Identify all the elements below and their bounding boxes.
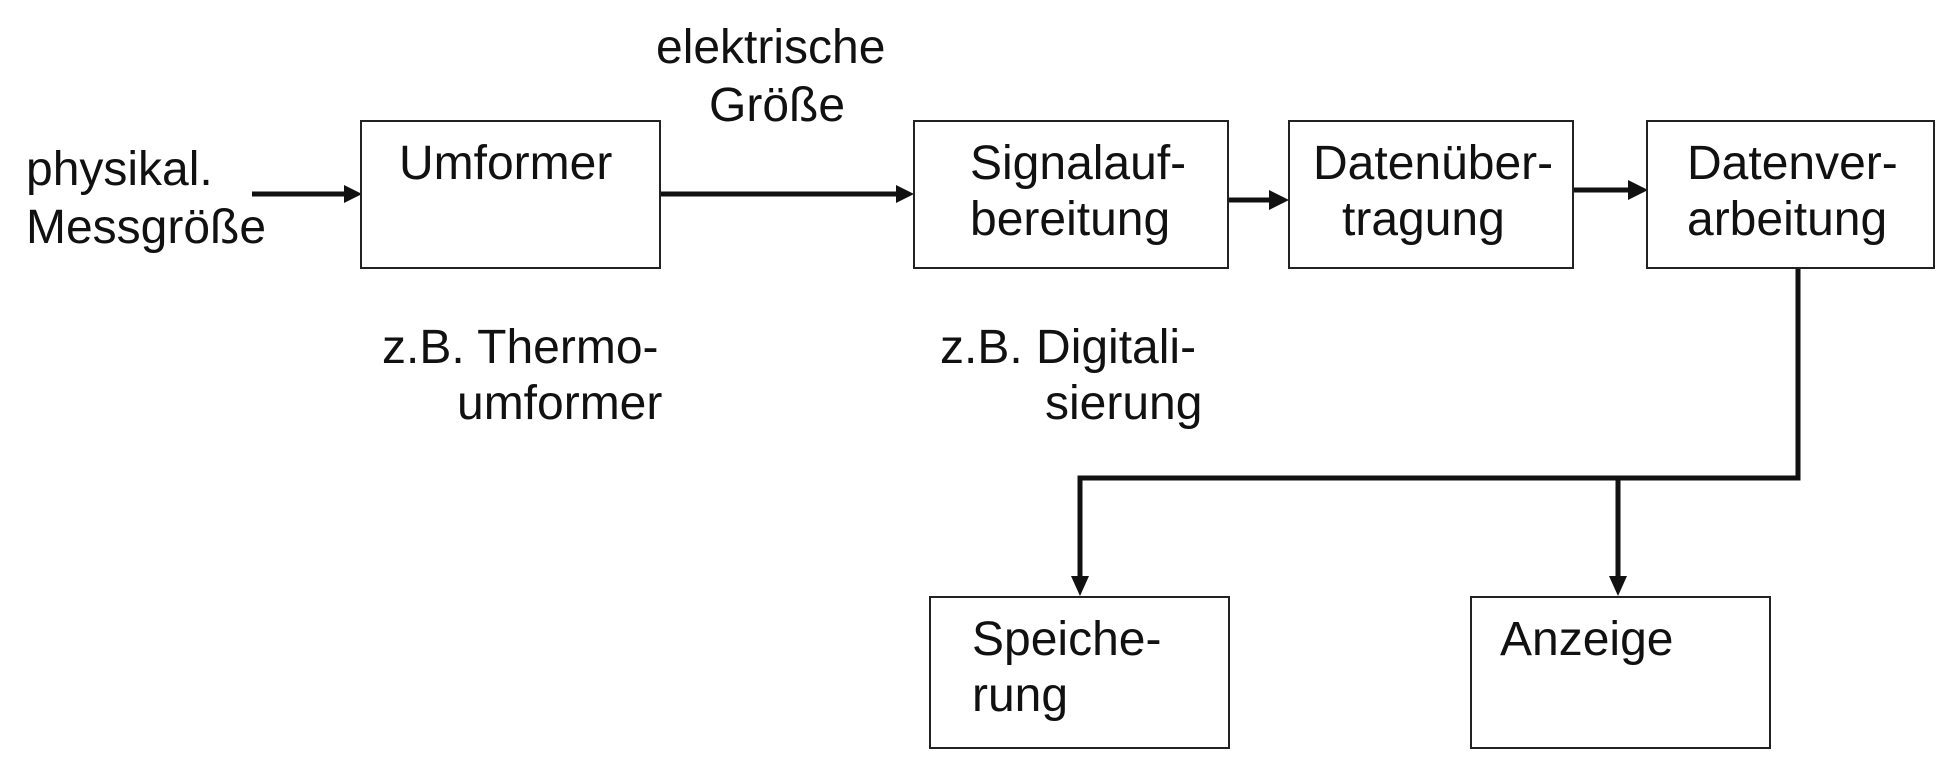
arrowhead-signalaufbereitung bbox=[896, 185, 914, 203]
signal-label-line1: elektrische bbox=[656, 21, 886, 74]
datenverarbeitung-box-label-line2: arbeitung bbox=[1687, 193, 1888, 246]
speicherung-box-label-line1: Speiche- bbox=[972, 613, 1162, 666]
example-umformer-line1: z.B. Thermo- bbox=[382, 321, 659, 374]
example-umformer-line2: umformer bbox=[457, 377, 663, 430]
example-signalaufbereitung-line1: z.B. Digitali- bbox=[940, 321, 1197, 374]
signalaufbereitung-box: Signalauf- bereitung bbox=[913, 120, 1229, 269]
umformer-box: Umformer bbox=[360, 120, 661, 269]
arrowhead-speicherung bbox=[1071, 576, 1089, 596]
signalaufbereitung-box-label-line1: Signalauf- bbox=[970, 137, 1187, 190]
datenuebertragung-box-label-line1: Datenüber- bbox=[1313, 137, 1554, 190]
speicherung-box: Speiche- rung bbox=[929, 596, 1230, 749]
connector-to-speicherung bbox=[1077, 268, 1801, 578]
input-label-line2: Messgröße bbox=[26, 201, 267, 254]
anzeige-box-label: Anzeige bbox=[1500, 613, 1674, 666]
example-signalaufbereitung-line2: sierung bbox=[1045, 377, 1203, 430]
datenverarbeitung-box-label-line1: Datenver- bbox=[1687, 137, 1898, 190]
arrowhead-anzeige bbox=[1609, 576, 1627, 596]
signal-label-line2: Größe bbox=[709, 79, 846, 132]
arrowhead-datenverarbeitung bbox=[1628, 180, 1648, 200]
anzeige-box: Anzeige bbox=[1470, 596, 1771, 749]
arrowhead-datenuebertragung bbox=[1269, 190, 1289, 210]
input-label-line1: physikal. bbox=[26, 143, 213, 196]
umformer-box-label: Umformer bbox=[399, 137, 613, 190]
datenuebertragung-box: Datenüber- tragung bbox=[1288, 120, 1574, 269]
signalaufbereitung-box-label-line2: bereitung bbox=[970, 193, 1171, 246]
speicherung-box-label-line2: rung bbox=[972, 669, 1069, 722]
datenverarbeitung-box: Datenver- arbeitung bbox=[1646, 120, 1935, 269]
arrowhead-umformer bbox=[344, 185, 362, 203]
datenuebertragung-box-label-line2: tragung bbox=[1342, 193, 1505, 246]
